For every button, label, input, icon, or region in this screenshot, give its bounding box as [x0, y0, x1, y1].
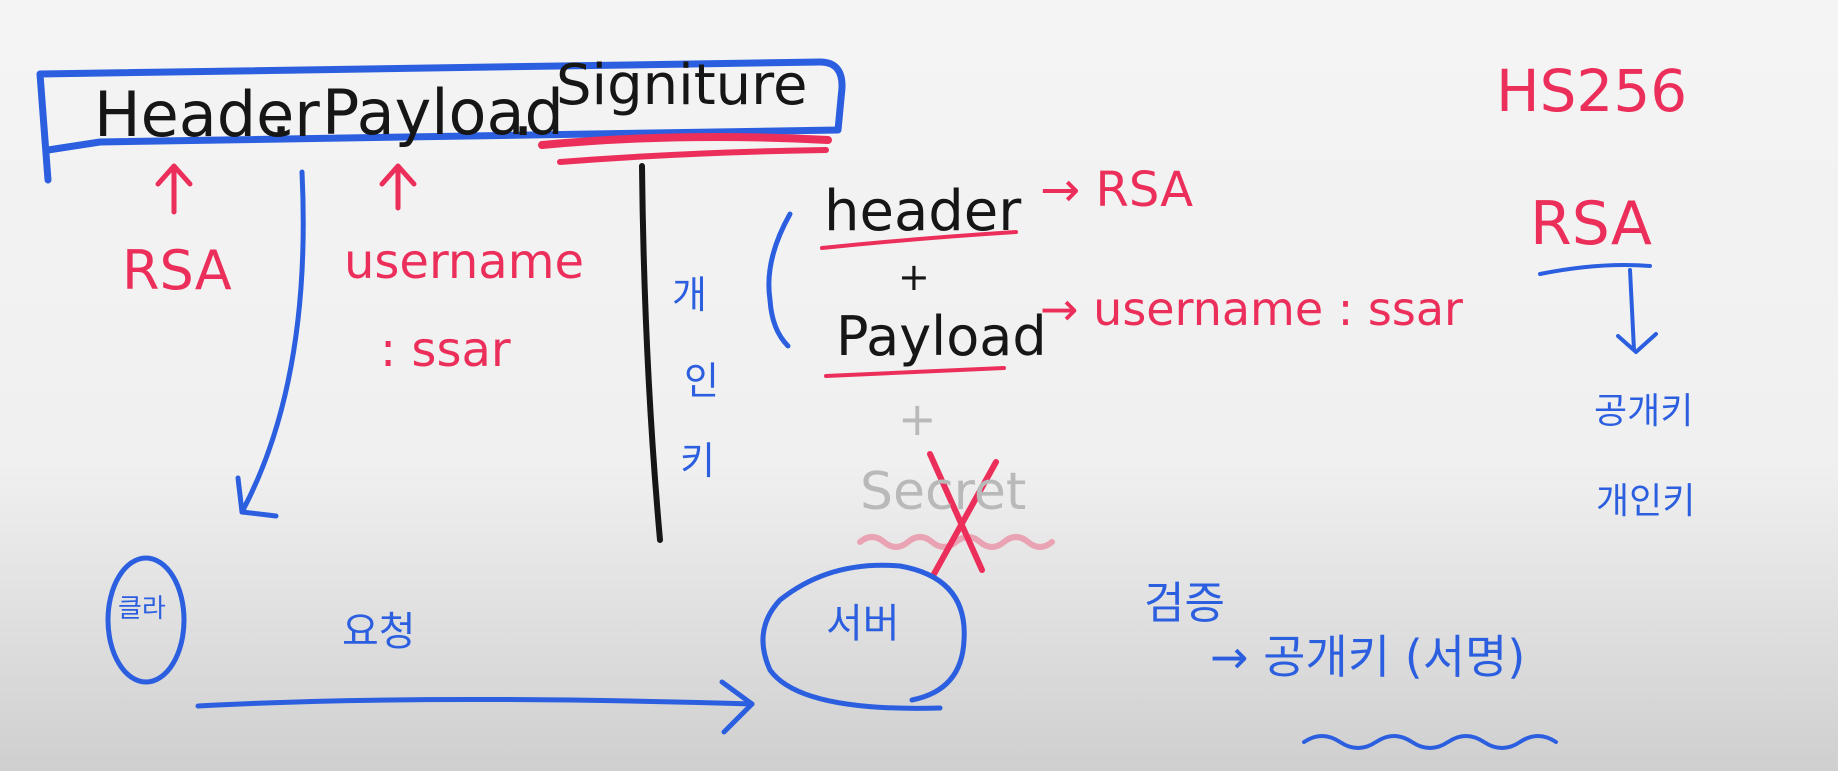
formula-plus-2: +: [898, 392, 937, 446]
request-label: 요청: [342, 609, 416, 655]
verify-label: 검증: [1144, 578, 1225, 629]
payload-claim-line2: : ssar: [380, 322, 511, 378]
payload-claim-line1: username: [344, 234, 584, 290]
payload-up-arrow: [379, 163, 417, 211]
jwt-format-box: [36, 58, 846, 184]
black-divider: [639, 163, 663, 543]
formula-plus-1: +: [898, 255, 930, 299]
private-key-char-2: 인: [684, 359, 719, 403]
client-circle: [105, 555, 187, 685]
server-label: 서버: [826, 601, 900, 647]
algo-rsa: RSA: [1530, 189, 1652, 259]
formula-payload: Payload: [836, 305, 1047, 368]
jwt-dot-1: .: [270, 70, 293, 152]
jwt-dot-2: .: [512, 70, 535, 152]
server-circle: [760, 562, 967, 711]
formula-bracket: [766, 211, 793, 349]
jwt-payload-text: Payload: [322, 76, 564, 149]
header-up-arrow: [155, 163, 193, 215]
public-key-signature-label: → 공개키 (서명): [1210, 630, 1526, 684]
private-key-char-1: 개: [672, 273, 707, 317]
request-arrow: [195, 696, 755, 709]
rsa-underline: [1538, 263, 1652, 276]
public-key-wavy: [1302, 734, 1558, 750]
formula-header-value: → RSA: [1040, 162, 1194, 218]
formula-header: header: [824, 179, 1022, 244]
private-key-char-3: 키: [680, 439, 715, 483]
private-key-note: 개인키: [1596, 481, 1696, 522]
secret-wavy: [857, 534, 1055, 550]
client-label: 클라: [118, 594, 166, 624]
jwt-header-text: Header: [94, 78, 320, 151]
rsa-down-arrow: [1616, 268, 1658, 354]
header-algo-label: RSA: [122, 239, 232, 302]
header-underline: [820, 230, 1018, 250]
header-down-line: [239, 169, 306, 515]
payload-underline: [824, 366, 1006, 378]
algo-hs256: HS256: [1496, 57, 1688, 125]
jwt-signature-text: Signiture: [556, 53, 808, 118]
public-key-note: 공개키: [1594, 391, 1694, 432]
formula-payload-value: → username : ssar: [1040, 282, 1463, 336]
formula-secret: Secret: [860, 462, 1027, 522]
signature-underline: [538, 132, 832, 149]
secret-cross: [927, 451, 999, 577]
